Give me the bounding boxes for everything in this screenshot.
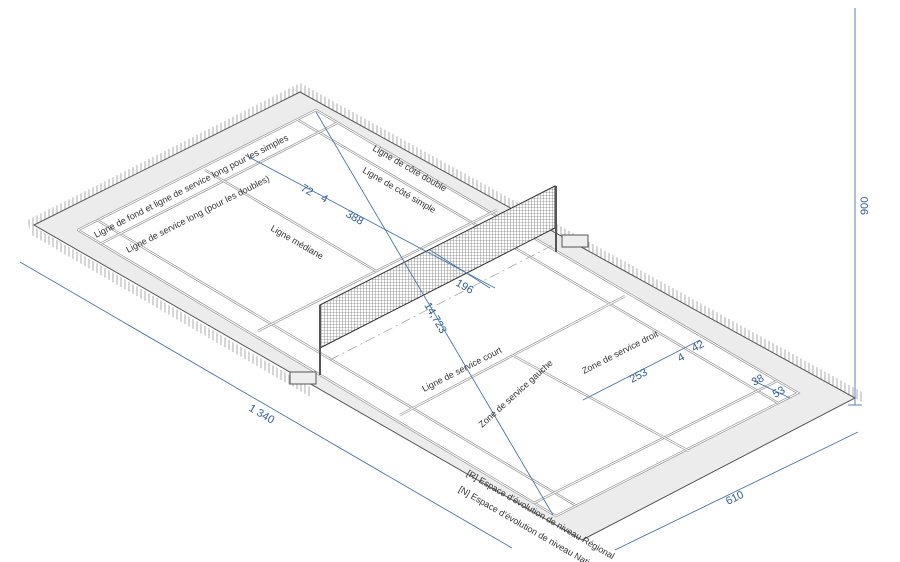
court-lines bbox=[77, 108, 801, 518]
net bbox=[289, 185, 589, 385]
dim-42: 42 bbox=[690, 338, 706, 354]
dim-38: 38 bbox=[750, 372, 766, 388]
dim-4b: 4 bbox=[676, 351, 687, 364]
dim-length: 1 340 bbox=[246, 402, 276, 426]
dimension-lines bbox=[19, 8, 862, 551]
dim-height: 900 bbox=[859, 197, 871, 215]
dim-4a: 4 bbox=[319, 192, 330, 205]
dim-width: 610 bbox=[724, 489, 746, 508]
net-post-base-right bbox=[561, 234, 589, 248]
dim-72: 72 bbox=[299, 182, 316, 199]
net-post-base-left bbox=[289, 371, 317, 385]
dim-53: 53 bbox=[771, 384, 787, 400]
